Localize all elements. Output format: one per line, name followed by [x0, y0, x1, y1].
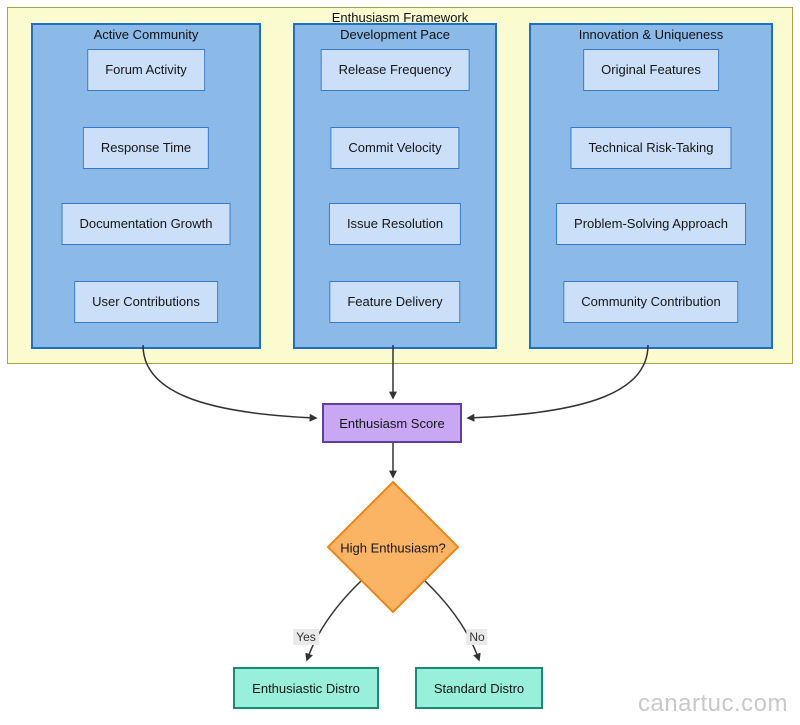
- node-original-features: Original Features: [583, 49, 719, 91]
- edge-decision-yes: [305, 580, 362, 662]
- node-problem-solving-approach: Problem-Solving Approach: [556, 203, 746, 245]
- watermark: canartuc.com: [637, 690, 788, 717]
- node-standard-distro: Standard Distro: [415, 667, 543, 709]
- node-user-contributions: User Contributions: [74, 281, 218, 323]
- branch-label-no: No: [466, 629, 488, 645]
- node-enthusiasm-score: Enthusiasm Score: [322, 403, 462, 443]
- node-issue-resolution: Issue Resolution: [328, 203, 462, 245]
- group-innovation-uniqueness-title: Innovation & Uniqueness: [578, 27, 724, 42]
- branch-label-yes: Yes: [293, 629, 319, 645]
- node-technical-risk-taking: Technical Risk-Taking: [570, 127, 732, 169]
- node-feature-delivery: Feature Delivery: [329, 281, 461, 323]
- node-response-time: Response Time: [82, 127, 210, 169]
- group-active-community-title: Active Community: [93, 27, 199, 42]
- framework-title: Enthusiasm Framework: [331, 10, 469, 25]
- group-development-pace: Development Pace Release Frequency Commi…: [293, 23, 497, 349]
- group-development-pace-title: Development Pace: [340, 27, 450, 42]
- group-active-community: Active Community Forum Activity Response…: [31, 23, 261, 349]
- node-community-contribution: Community Contribution: [563, 281, 739, 323]
- group-innovation-uniqueness: Innovation & Uniqueness Original Feature…: [529, 23, 773, 349]
- node-documentation-growth: Documentation Growth: [61, 203, 231, 245]
- node-commit-velocity: Commit Velocity: [330, 127, 460, 169]
- decision-label: High Enthusiasm?: [340, 540, 446, 556]
- node-enthusiastic-distro: Enthusiastic Distro: [233, 667, 379, 709]
- edge-decision-no: [424, 580, 481, 662]
- node-release-frequency: Release Frequency: [320, 49, 470, 91]
- node-forum-activity: Forum Activity: [87, 49, 205, 91]
